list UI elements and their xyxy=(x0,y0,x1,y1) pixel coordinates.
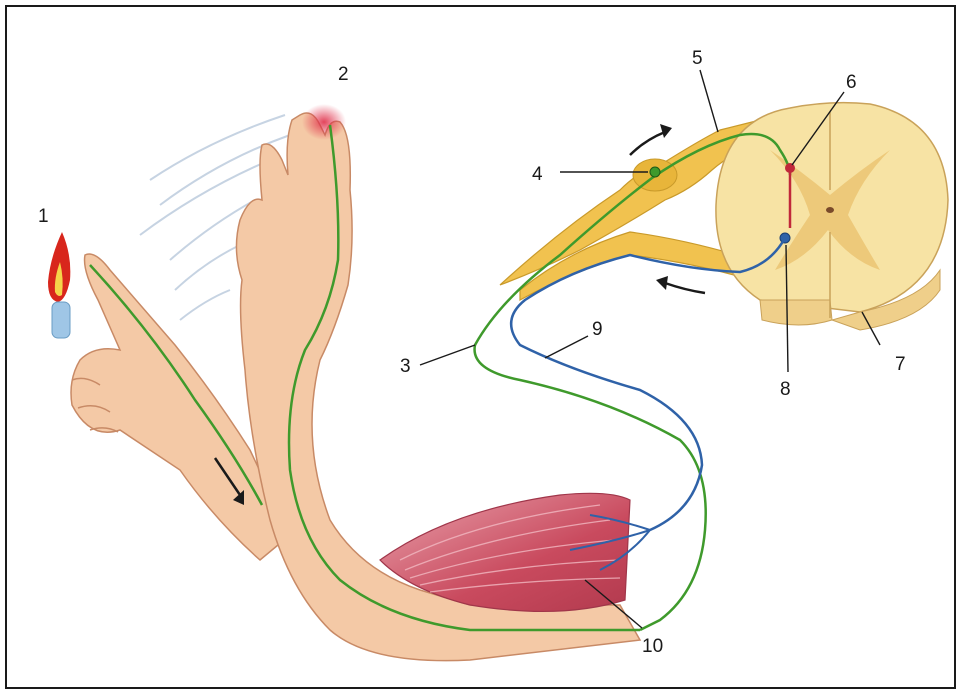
afferent-arrow-head xyxy=(660,124,672,138)
central-canal xyxy=(826,207,834,213)
candle xyxy=(48,232,70,338)
spinal-cord xyxy=(716,103,948,330)
label-9: 9 xyxy=(592,319,603,340)
label-7: 7 xyxy=(895,354,906,375)
pain-glow xyxy=(302,104,346,140)
efferent-arrow-head xyxy=(656,276,668,290)
label-4: 4 xyxy=(532,164,543,185)
label-8: 8 xyxy=(780,379,791,400)
label-6: 6 xyxy=(846,72,857,93)
efferent-arrow xyxy=(665,283,705,293)
label-3: 3 xyxy=(400,356,411,377)
afferent-arrow xyxy=(630,132,665,155)
label-2: 2 xyxy=(338,64,349,85)
label-10: 10 xyxy=(642,636,663,657)
label-1: 1 xyxy=(38,206,49,227)
candle-body xyxy=(52,302,70,338)
label-5: 5 xyxy=(692,48,703,69)
cord-side-front xyxy=(760,300,832,325)
sensory-cell-body xyxy=(650,167,660,177)
interneuron-body xyxy=(785,163,795,173)
